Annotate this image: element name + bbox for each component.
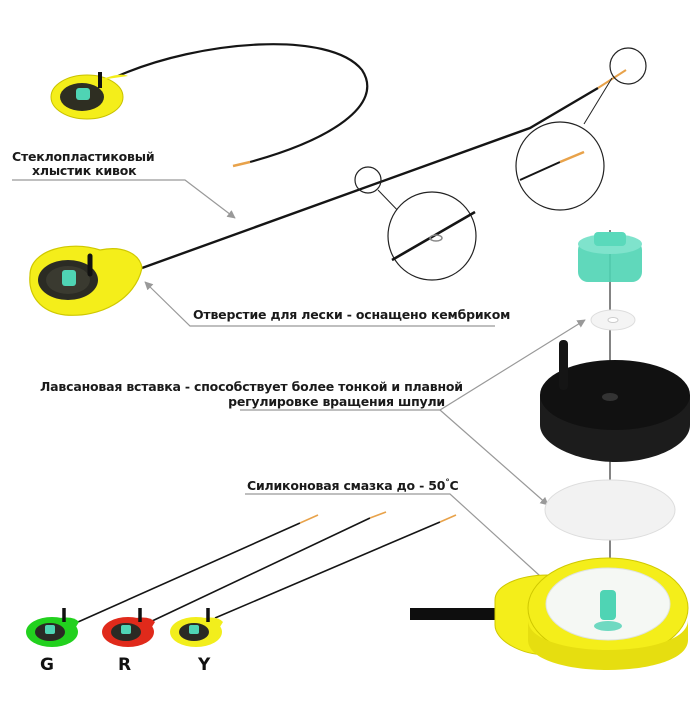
variant-reel-g xyxy=(26,608,79,647)
reel-base xyxy=(410,557,689,670)
variant-reel-y xyxy=(170,608,223,647)
label-fiberglass-line2: хлыстик кивок xyxy=(32,163,137,178)
label-line-hole: Отверстие для лески - оснащено кембриком xyxy=(193,307,511,322)
label-silicone-degree: ° xyxy=(445,478,450,488)
exploded-view xyxy=(410,230,690,670)
teal-insert xyxy=(578,232,642,282)
label-lavsan-line1: Лавсановая вставка - способствует более … xyxy=(40,379,463,394)
variant-letter-y: Y xyxy=(198,655,211,675)
zoom-callouts xyxy=(354,47,647,281)
small-rod-top xyxy=(50,43,369,168)
label-lavsan-line2: регулировке вращения шпули xyxy=(228,394,445,409)
variant-letter-r: R xyxy=(118,655,132,675)
color-variants xyxy=(26,511,457,647)
label-silicone-text: Силиконовая смазка до - 50 xyxy=(247,478,446,494)
label-silicone: Силиконовая смазка до - 50°C xyxy=(247,476,459,493)
black-spool xyxy=(540,340,690,462)
label-silicone-unit: C xyxy=(449,478,459,494)
main-rod xyxy=(29,69,627,316)
variant-reel-r xyxy=(102,608,155,647)
label-fiberglass-line1: Стеклопластиковый xyxy=(12,149,155,164)
variant-letter-g: G xyxy=(40,655,54,675)
annotation-lines xyxy=(12,179,586,586)
